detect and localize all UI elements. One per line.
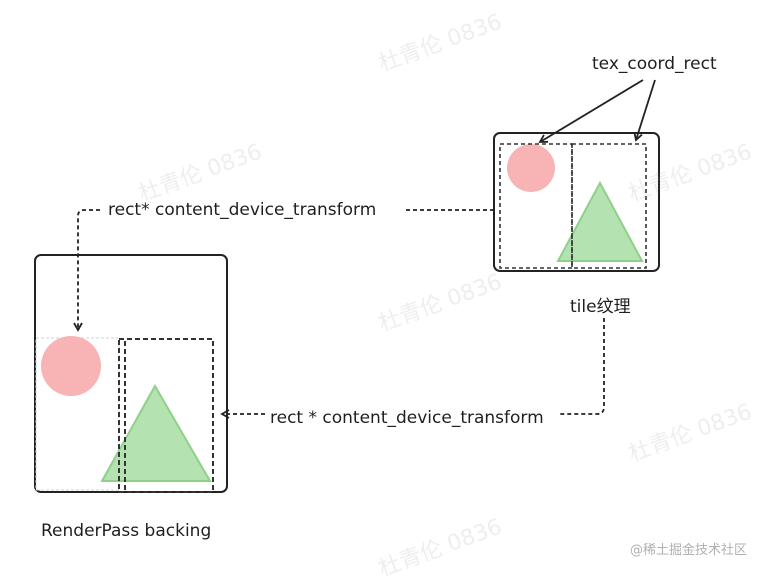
- credit-text: @稀土掘金技术社区: [629, 543, 747, 558]
- tex-coord-rect-label: tex_coord_rect: [592, 54, 717, 74]
- transform-arrow-bottom: [222, 318, 605, 414]
- renderpass-circle: [41, 336, 101, 396]
- tex-coord-arrow-right: [633, 79, 656, 142]
- transform-arrow-top: [78, 209, 494, 330]
- renderpass-caption: RenderPass backing: [41, 521, 212, 541]
- tile-triangle: [556, 180, 644, 262]
- tile-coord-rect-right: [571, 143, 647, 269]
- tex-coord-arrow-left: [538, 79, 644, 143]
- tile-caption: tile纹理: [570, 297, 631, 317]
- transform-label-top: rect* content_device_transform: [108, 200, 377, 220]
- tile-circle: [507, 144, 555, 192]
- transform-label-bottom: rect * content_device_transform: [270, 408, 544, 428]
- tile-coord-rect-left: [499, 143, 573, 269]
- diagram-canvas: [34, 79, 660, 493]
- renderpass-triangle: [100, 383, 212, 482]
